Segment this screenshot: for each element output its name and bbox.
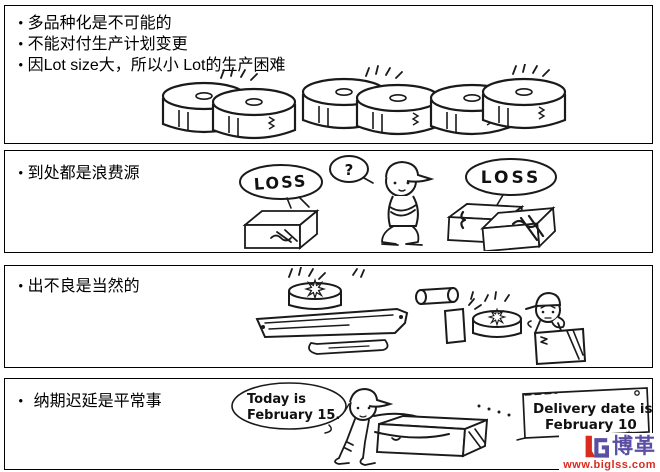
bullet-list: •多品种化是不可能的 •不能对付生产计划变更 •因Lot size大，所以小 L… <box>18 13 286 76</box>
starburst-icon <box>488 308 506 326</box>
bullet-icon: • <box>18 37 24 52</box>
sparkle-icon <box>512 64 550 77</box>
coil-cluster <box>429 77 567 136</box>
today-label-line2: February 15. <box>247 408 340 423</box>
bullet-icon: • <box>18 394 24 409</box>
today-label-line1: Today is <box>247 392 306 407</box>
bullet-icon: • <box>18 58 24 73</box>
bogee-logo-icon <box>585 435 609 458</box>
bullet-icon: • <box>18 166 24 181</box>
loss-label: LOSS <box>481 168 541 188</box>
coil-cluster <box>161 81 297 140</box>
panel-variety: •多品种化是不可能的 •不能对付生产计划变更 •因Lot size大，所以小 L… <box>4 5 653 144</box>
bullet-line: •因Lot size大，所以小 Lot的生产困难 <box>18 55 286 76</box>
cap-icon <box>534 291 562 308</box>
loss-bubble-left: LOSS <box>239 164 323 209</box>
damaged-box <box>244 210 318 249</box>
bullet-text: 不能对付生产计划变更 <box>27 36 188 53</box>
screw-icon <box>634 390 640 396</box>
bullet-icon: • <box>18 279 24 294</box>
bullet-icon: • <box>18 16 24 31</box>
bogee-logo: 博革 www.biglss.com <box>559 433 656 471</box>
sparkle-icon <box>288 267 326 280</box>
panel-waste: •到处都是浪费源 LOSS ? <box>4 150 653 253</box>
today-speech-bubble: Today is February 15. <box>231 382 347 434</box>
loss-bubble-right: LOSS <box>465 158 557 206</box>
delivery-delay-sketch: Today is February 15. <box>231 382 652 466</box>
bullet-text: 出不良是当然的 <box>27 278 140 295</box>
sparkle-icon <box>365 65 403 79</box>
worker-carrying-box <box>334 387 511 466</box>
bullet-list: • 纳期迟延是平常事 <box>18 391 162 412</box>
delivery-label-line2: February 10 <box>545 417 637 433</box>
loss-label: LOSS <box>253 171 308 194</box>
cap-icon <box>385 160 435 183</box>
machine-sketch <box>255 307 409 355</box>
damaged-box-stack <box>447 202 558 251</box>
logo-url-text: www.biglss.com <box>563 459 656 471</box>
bullet-text: 纳期迟延是平常事 <box>33 393 162 410</box>
cap-icon <box>349 387 394 408</box>
delivery-label-line1: Delivery date is <box>533 401 652 417</box>
logo-brand-text: 博革 <box>612 434 656 458</box>
starburst-icon <box>305 279 325 299</box>
panel-delivery: • 纳期迟延是平常事 Today is February 15. <box>4 378 653 470</box>
defective-part <box>472 291 532 338</box>
bogee-logo-row: 博革 <box>563 433 656 460</box>
loose-parts <box>415 287 482 345</box>
bullet-line: •不能对付生产计划变更 <box>18 34 285 55</box>
question-bubble: ? <box>329 155 374 184</box>
bullet-line: • 纳期迟延是平常事 <box>18 391 162 412</box>
bullet-text: 到处都是浪费源 <box>27 165 140 182</box>
defects-sketch <box>255 267 587 366</box>
coils-sketch <box>161 64 567 140</box>
bullet-text: 多品种化是不可能的 <box>27 15 172 32</box>
bullet-line: •出不良是当然的 <box>18 276 140 297</box>
bullet-list: •到处都是浪费源 <box>18 163 140 184</box>
worried-worker <box>525 291 587 366</box>
bullet-line: •多品种化是不可能的 <box>18 13 285 34</box>
bullet-list: •出不良是当然的 <box>18 276 140 297</box>
sitting-worker <box>381 160 435 246</box>
coil-cluster <box>301 77 441 136</box>
bullet-line: •到处都是浪费源 <box>18 163 140 184</box>
panel-defects: •出不良是当然的 <box>4 265 653 368</box>
sparkle-icon <box>220 67 258 81</box>
bullet-text: 因Lot size大，所以小 Lot的生产困难 <box>27 57 286 74</box>
delivery-tag: Delivery date is February 10 <box>516 387 652 441</box>
defective-part <box>288 279 342 310</box>
waste-loss-sketch: LOSS ? <box>239 155 558 251</box>
question-label: ? <box>345 161 354 179</box>
